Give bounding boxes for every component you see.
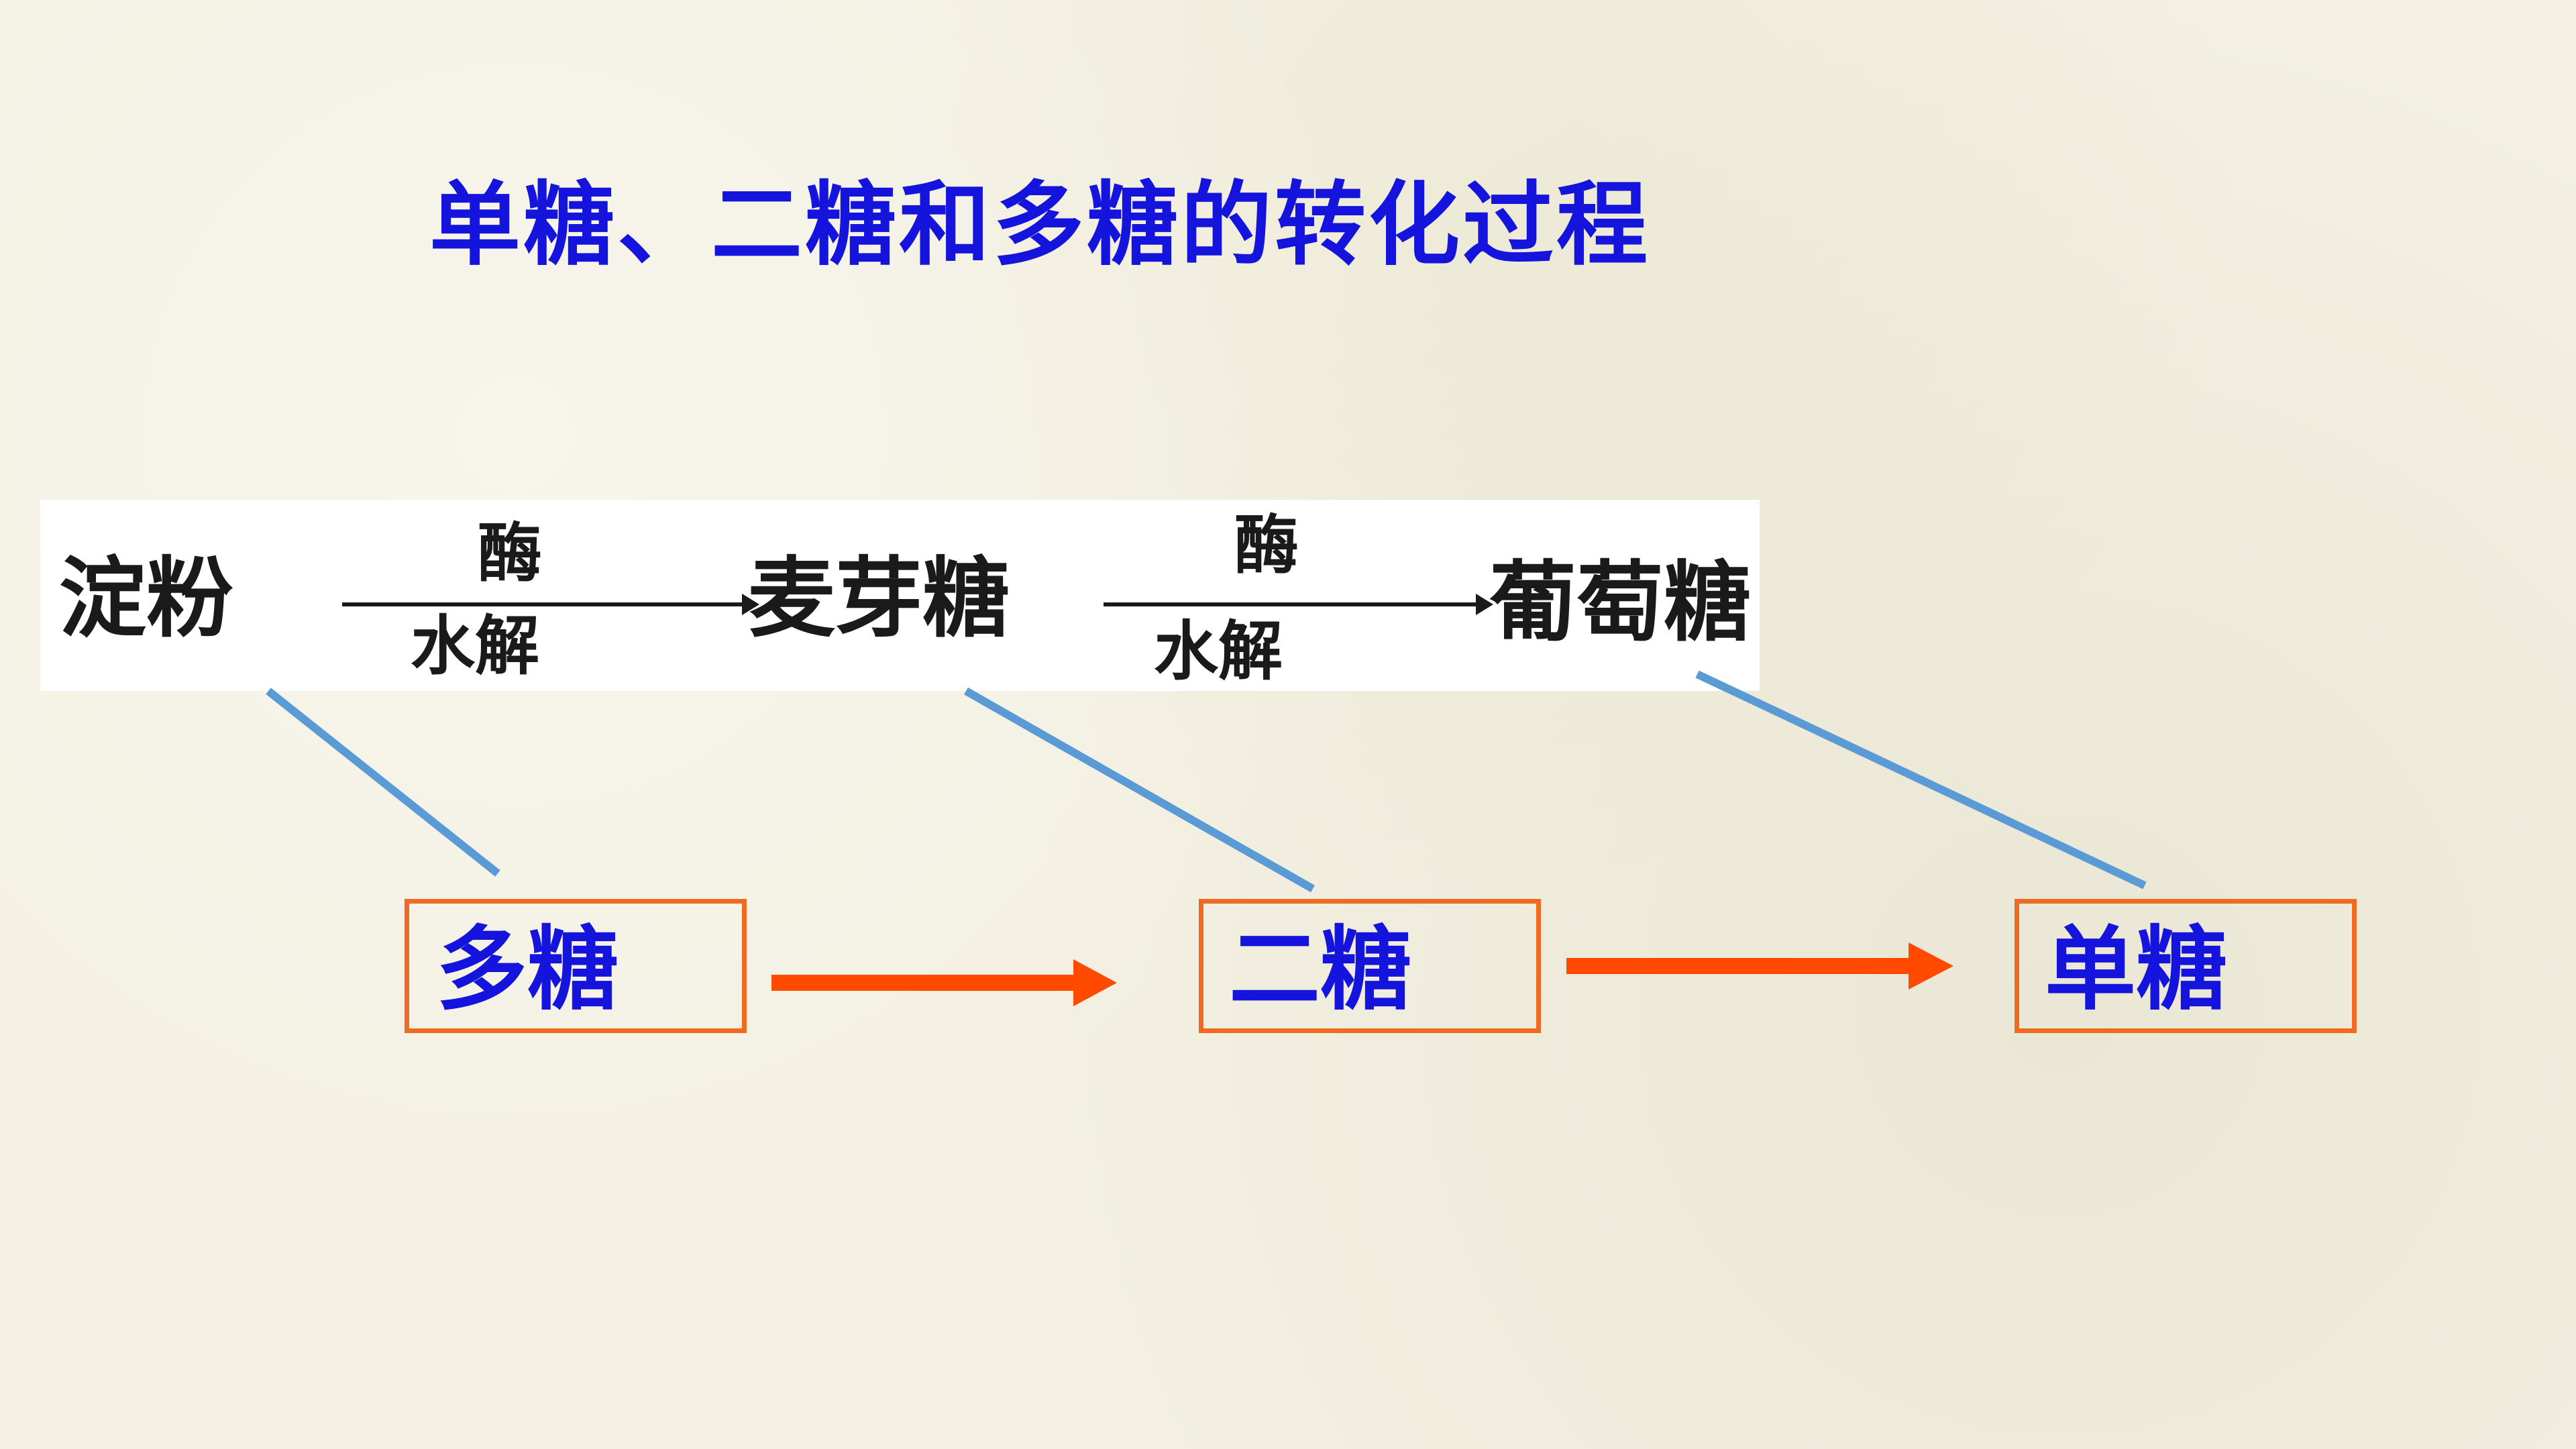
monosaccharide-box: 单糖: [2015, 899, 2357, 1033]
hydrolysis-label-2: 水解: [1154, 614, 1283, 689]
arrowhead-2: [1909, 943, 1953, 989]
hydrolysis-label-1: 水解: [411, 608, 539, 684]
reaction-arrowhead-1: [742, 594, 759, 615]
reaction-equation: 淀粉 酶 水解 麦芽糖 酶 水解 葡萄糖: [40, 500, 1760, 691]
reaction-arrow-2: [1104, 602, 1479, 606]
connector-glucose: [1695, 670, 2147, 890]
polysaccharide-label: 多糖: [436, 916, 619, 1023]
glucose-label: 葡萄糖: [1489, 551, 1752, 653]
polysaccharide-box: 多糖: [405, 899, 747, 1033]
reaction-arrowhead-2: [1476, 594, 1493, 615]
disaccharide-box: 二糖: [1199, 899, 1541, 1033]
connector-starch: [266, 688, 500, 877]
enzyme-label-2: 酶: [1234, 508, 1299, 583]
connector-maltose: [964, 687, 1315, 893]
maltose-label: 麦芽糖: [748, 547, 1010, 649]
enzyme-label-1: 酶: [478, 516, 542, 591]
monosaccharide-label: 单糖: [2045, 916, 2227, 1023]
starch-label: 淀粉: [59, 547, 234, 649]
arrowhead-1: [1073, 959, 1117, 1006]
disaccharide-label: 二糖: [1229, 916, 1411, 1023]
reaction-arrow-1: [342, 602, 745, 606]
page-title: 单糖、二糖和多糖的转化过程: [429, 171, 1650, 278]
